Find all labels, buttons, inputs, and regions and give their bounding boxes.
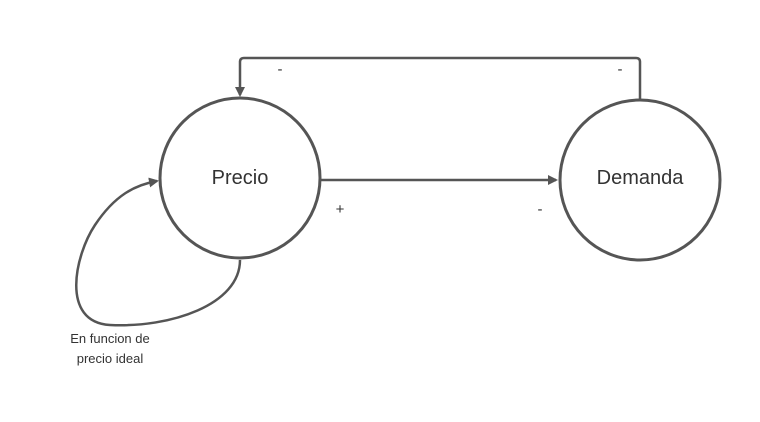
sign-precio-demanda-source: +: [336, 201, 345, 218]
node-precio[interactable]: Precio: [158, 96, 322, 260]
node-demanda-label: Demanda: [597, 167, 685, 189]
sign-precio-demanda-target: -: [538, 201, 543, 218]
node-precio-circle: [158, 96, 322, 260]
sign-demanda-precio-left: -: [278, 61, 283, 78]
sign-demanda-precio-right: -: [618, 61, 623, 78]
self-loop-note-line1: En funcion de: [70, 331, 150, 346]
node-demanda[interactable]: Demanda: [558, 98, 722, 262]
edge-demanda-to-precio[interactable]: [235, 56, 642, 100]
node-demanda-circle: [558, 98, 722, 262]
node-precio-label: Precio: [212, 167, 269, 189]
edge-precio-self-loop[interactable]: [75, 177, 242, 327]
self-loop-note-line2: precio ideal: [77, 351, 144, 366]
